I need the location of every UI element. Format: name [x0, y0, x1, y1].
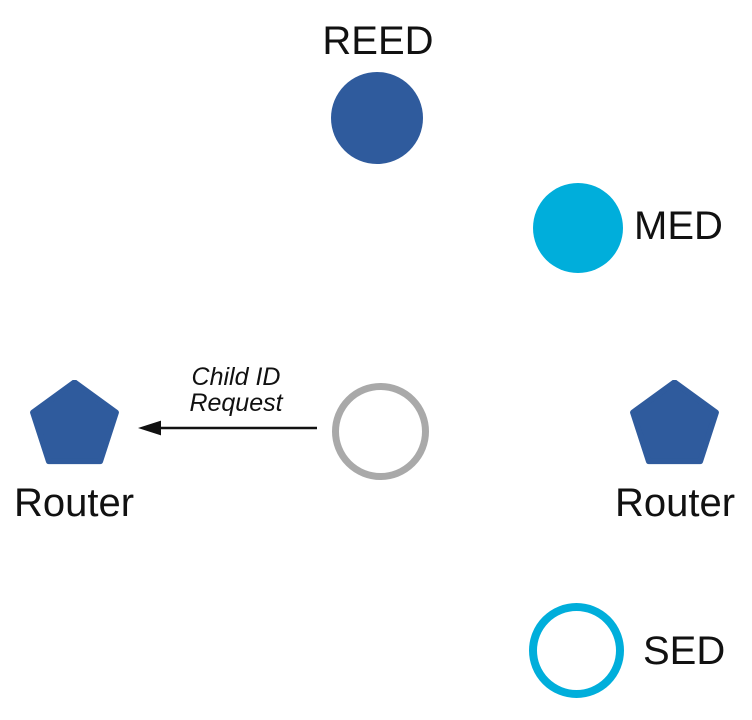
sed-label: SED [643, 629, 726, 673]
child-id-request-line2: Request [189, 389, 283, 417]
router-left-pentagon-icon [30, 380, 119, 465]
med-label: MED [634, 204, 723, 248]
med-circle-icon [533, 183, 623, 273]
sed-circle-icon [529, 603, 624, 698]
child-id-request-line1: Child ID [191, 363, 281, 391]
reed-circle-icon [331, 72, 423, 164]
router-right-pentagon-icon [630, 380, 719, 465]
router-right-label: Router [614, 481, 736, 525]
router-left-label: Router [13, 481, 135, 525]
reed-label: REED [322, 19, 434, 63]
child-id-request-arrow-icon [138, 420, 317, 436]
joiner-circle-icon [332, 383, 429, 480]
child-id-request-label: Child ID Request [146, 364, 326, 416]
